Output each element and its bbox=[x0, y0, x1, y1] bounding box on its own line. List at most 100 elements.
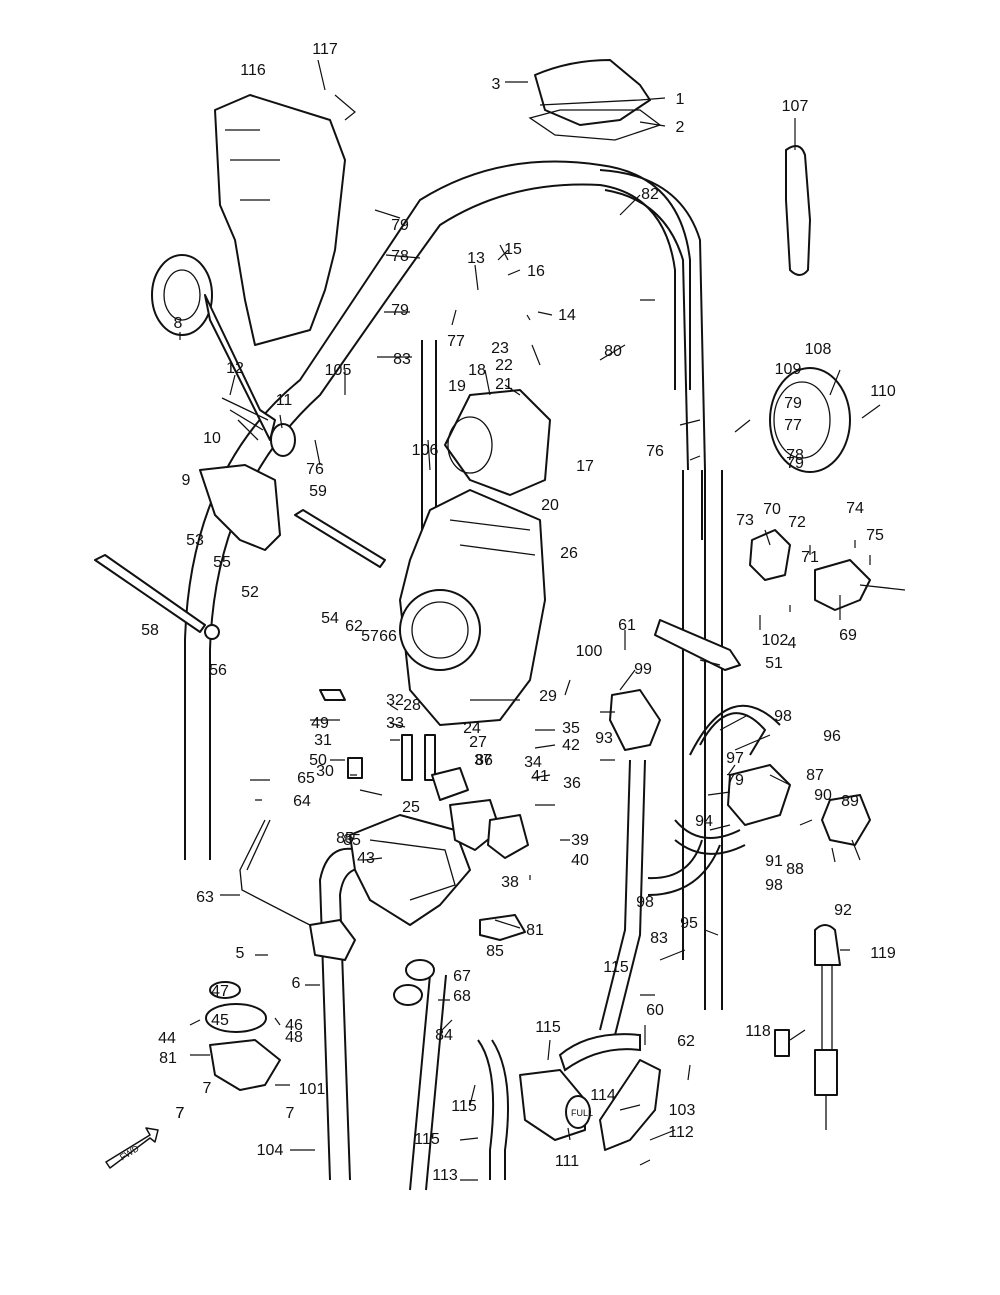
callout-107: 107 bbox=[782, 98, 809, 115]
callout-7: 7 bbox=[286, 1105, 295, 1122]
callout-49: 49 bbox=[311, 715, 329, 732]
callout-3: 3 bbox=[492, 76, 501, 93]
callout-74: 74 bbox=[846, 500, 864, 517]
diaphragm-cover-46 bbox=[205, 981, 267, 1033]
callout-91: 91 bbox=[765, 853, 783, 870]
throttle-sensor-70 bbox=[814, 559, 906, 611]
callout-1: 1 bbox=[676, 91, 685, 108]
callout-54: 54 bbox=[321, 610, 339, 627]
air-cover-116 bbox=[214, 94, 346, 346]
callout-81: 81 bbox=[526, 922, 544, 939]
fwd-arrow-icon: FWD bbox=[105, 1127, 159, 1169]
callout-2: 2 bbox=[676, 119, 685, 136]
callout-77: 77 bbox=[447, 333, 465, 350]
callout-98: 98 bbox=[765, 877, 783, 894]
callout-93: 93 bbox=[595, 730, 613, 747]
callout-80: 80 bbox=[604, 343, 622, 360]
callout-11: 11 bbox=[276, 392, 293, 409]
callout-79: 79 bbox=[786, 455, 804, 472]
callout-33: 33 bbox=[386, 715, 404, 732]
callout-26: 26 bbox=[560, 545, 578, 562]
callout-32: 32 bbox=[386, 692, 404, 709]
callout-102: 102 bbox=[762, 632, 789, 649]
callout-92: 92 bbox=[834, 902, 852, 919]
plug-118 bbox=[774, 1029, 790, 1057]
callout-36: 36 bbox=[563, 775, 581, 792]
callout-87: 87 bbox=[806, 767, 824, 784]
callout-8: 8 bbox=[174, 315, 183, 332]
callout-13: 13 bbox=[467, 250, 485, 267]
callout-24: 24 bbox=[463, 720, 481, 737]
callout-15: 15 bbox=[504, 241, 522, 258]
callout-16: 16 bbox=[527, 263, 545, 280]
callout-79: 79 bbox=[391, 217, 409, 234]
fuel-cock-111 bbox=[519, 1069, 591, 1141]
callout-45: 45 bbox=[211, 1012, 229, 1029]
throttle-body-main bbox=[399, 489, 546, 726]
washer-11 bbox=[270, 423, 296, 457]
callout-19: 19 bbox=[448, 378, 466, 395]
callout-30: 30 bbox=[316, 763, 334, 780]
callout-96: 96 bbox=[823, 728, 841, 745]
callout-71: 71 bbox=[801, 549, 819, 566]
callout-66: 66 bbox=[379, 628, 397, 645]
callout-79: 79 bbox=[391, 302, 409, 319]
callout-51: 51 bbox=[765, 655, 783, 672]
callout-76: 76 bbox=[306, 461, 324, 478]
callout-50: 50 bbox=[309, 752, 327, 769]
callout-72: 72 bbox=[788, 514, 806, 531]
idle-screw-52 bbox=[654, 619, 741, 671]
pump-cover-45 bbox=[209, 1039, 281, 1091]
float-chamber-44 bbox=[349, 814, 471, 926]
callout-55: 55 bbox=[213, 554, 231, 571]
callout-100: 100 bbox=[576, 643, 603, 660]
callout-85: 85 bbox=[486, 943, 504, 960]
bracket-103 bbox=[599, 1059, 661, 1151]
callout-47: 47 bbox=[211, 983, 229, 1000]
callout-60: 60 bbox=[646, 1002, 664, 1019]
callout-79: 79 bbox=[784, 395, 802, 412]
callout-28: 28 bbox=[403, 697, 421, 714]
callout-7: 7 bbox=[176, 1105, 185, 1122]
callout-44: 44 bbox=[158, 1030, 176, 1047]
callout-73: 73 bbox=[736, 512, 754, 529]
callout-12: 12 bbox=[226, 360, 244, 377]
callout-34: 34 bbox=[524, 754, 542, 771]
callout-104: 104 bbox=[257, 1142, 284, 1159]
callout-56: 56 bbox=[209, 662, 227, 679]
callout-69: 69 bbox=[839, 627, 857, 644]
callout-89: 89 bbox=[841, 793, 859, 810]
callout-14: 14 bbox=[558, 307, 576, 324]
callout-101: 101 bbox=[299, 1081, 326, 1098]
pump-cap-89 bbox=[821, 794, 871, 846]
callout-38: 38 bbox=[501, 874, 519, 891]
callout-29: 29 bbox=[539, 688, 557, 705]
callout-58: 58 bbox=[141, 622, 159, 639]
callout-37: 37 bbox=[474, 752, 492, 769]
accel-pump-87 bbox=[727, 764, 791, 826]
leader-lines bbox=[179, 59, 881, 1181]
callout-57: 57 bbox=[361, 628, 379, 645]
callout-21: 21 bbox=[495, 376, 513, 393]
callout-79: 79 bbox=[726, 772, 744, 789]
callout-25: 25 bbox=[402, 799, 420, 816]
callout-109: 109 bbox=[775, 361, 802, 378]
callout-112: 112 bbox=[668, 1124, 694, 1141]
throttle-bracket-9 bbox=[199, 464, 281, 551]
callout-43: 43 bbox=[357, 850, 375, 867]
callout-78: 78 bbox=[786, 447, 804, 464]
callout-77: 77 bbox=[784, 417, 802, 434]
callout-61: 61 bbox=[618, 617, 636, 634]
float-bowl-parts bbox=[393, 914, 526, 1006]
callout-85: 85 bbox=[343, 832, 361, 849]
callout-31: 31 bbox=[314, 732, 332, 749]
callout-76: 76 bbox=[646, 443, 664, 460]
callout-98: 98 bbox=[774, 708, 792, 725]
callout-40: 40 bbox=[571, 852, 589, 869]
callout-85: 85 bbox=[336, 830, 354, 847]
callout-62: 62 bbox=[345, 618, 363, 635]
callout-7: 7 bbox=[176, 1105, 185, 1122]
plate-71 bbox=[749, 529, 791, 581]
callout-68: 68 bbox=[453, 988, 471, 1005]
callout-110: 110 bbox=[870, 383, 896, 400]
